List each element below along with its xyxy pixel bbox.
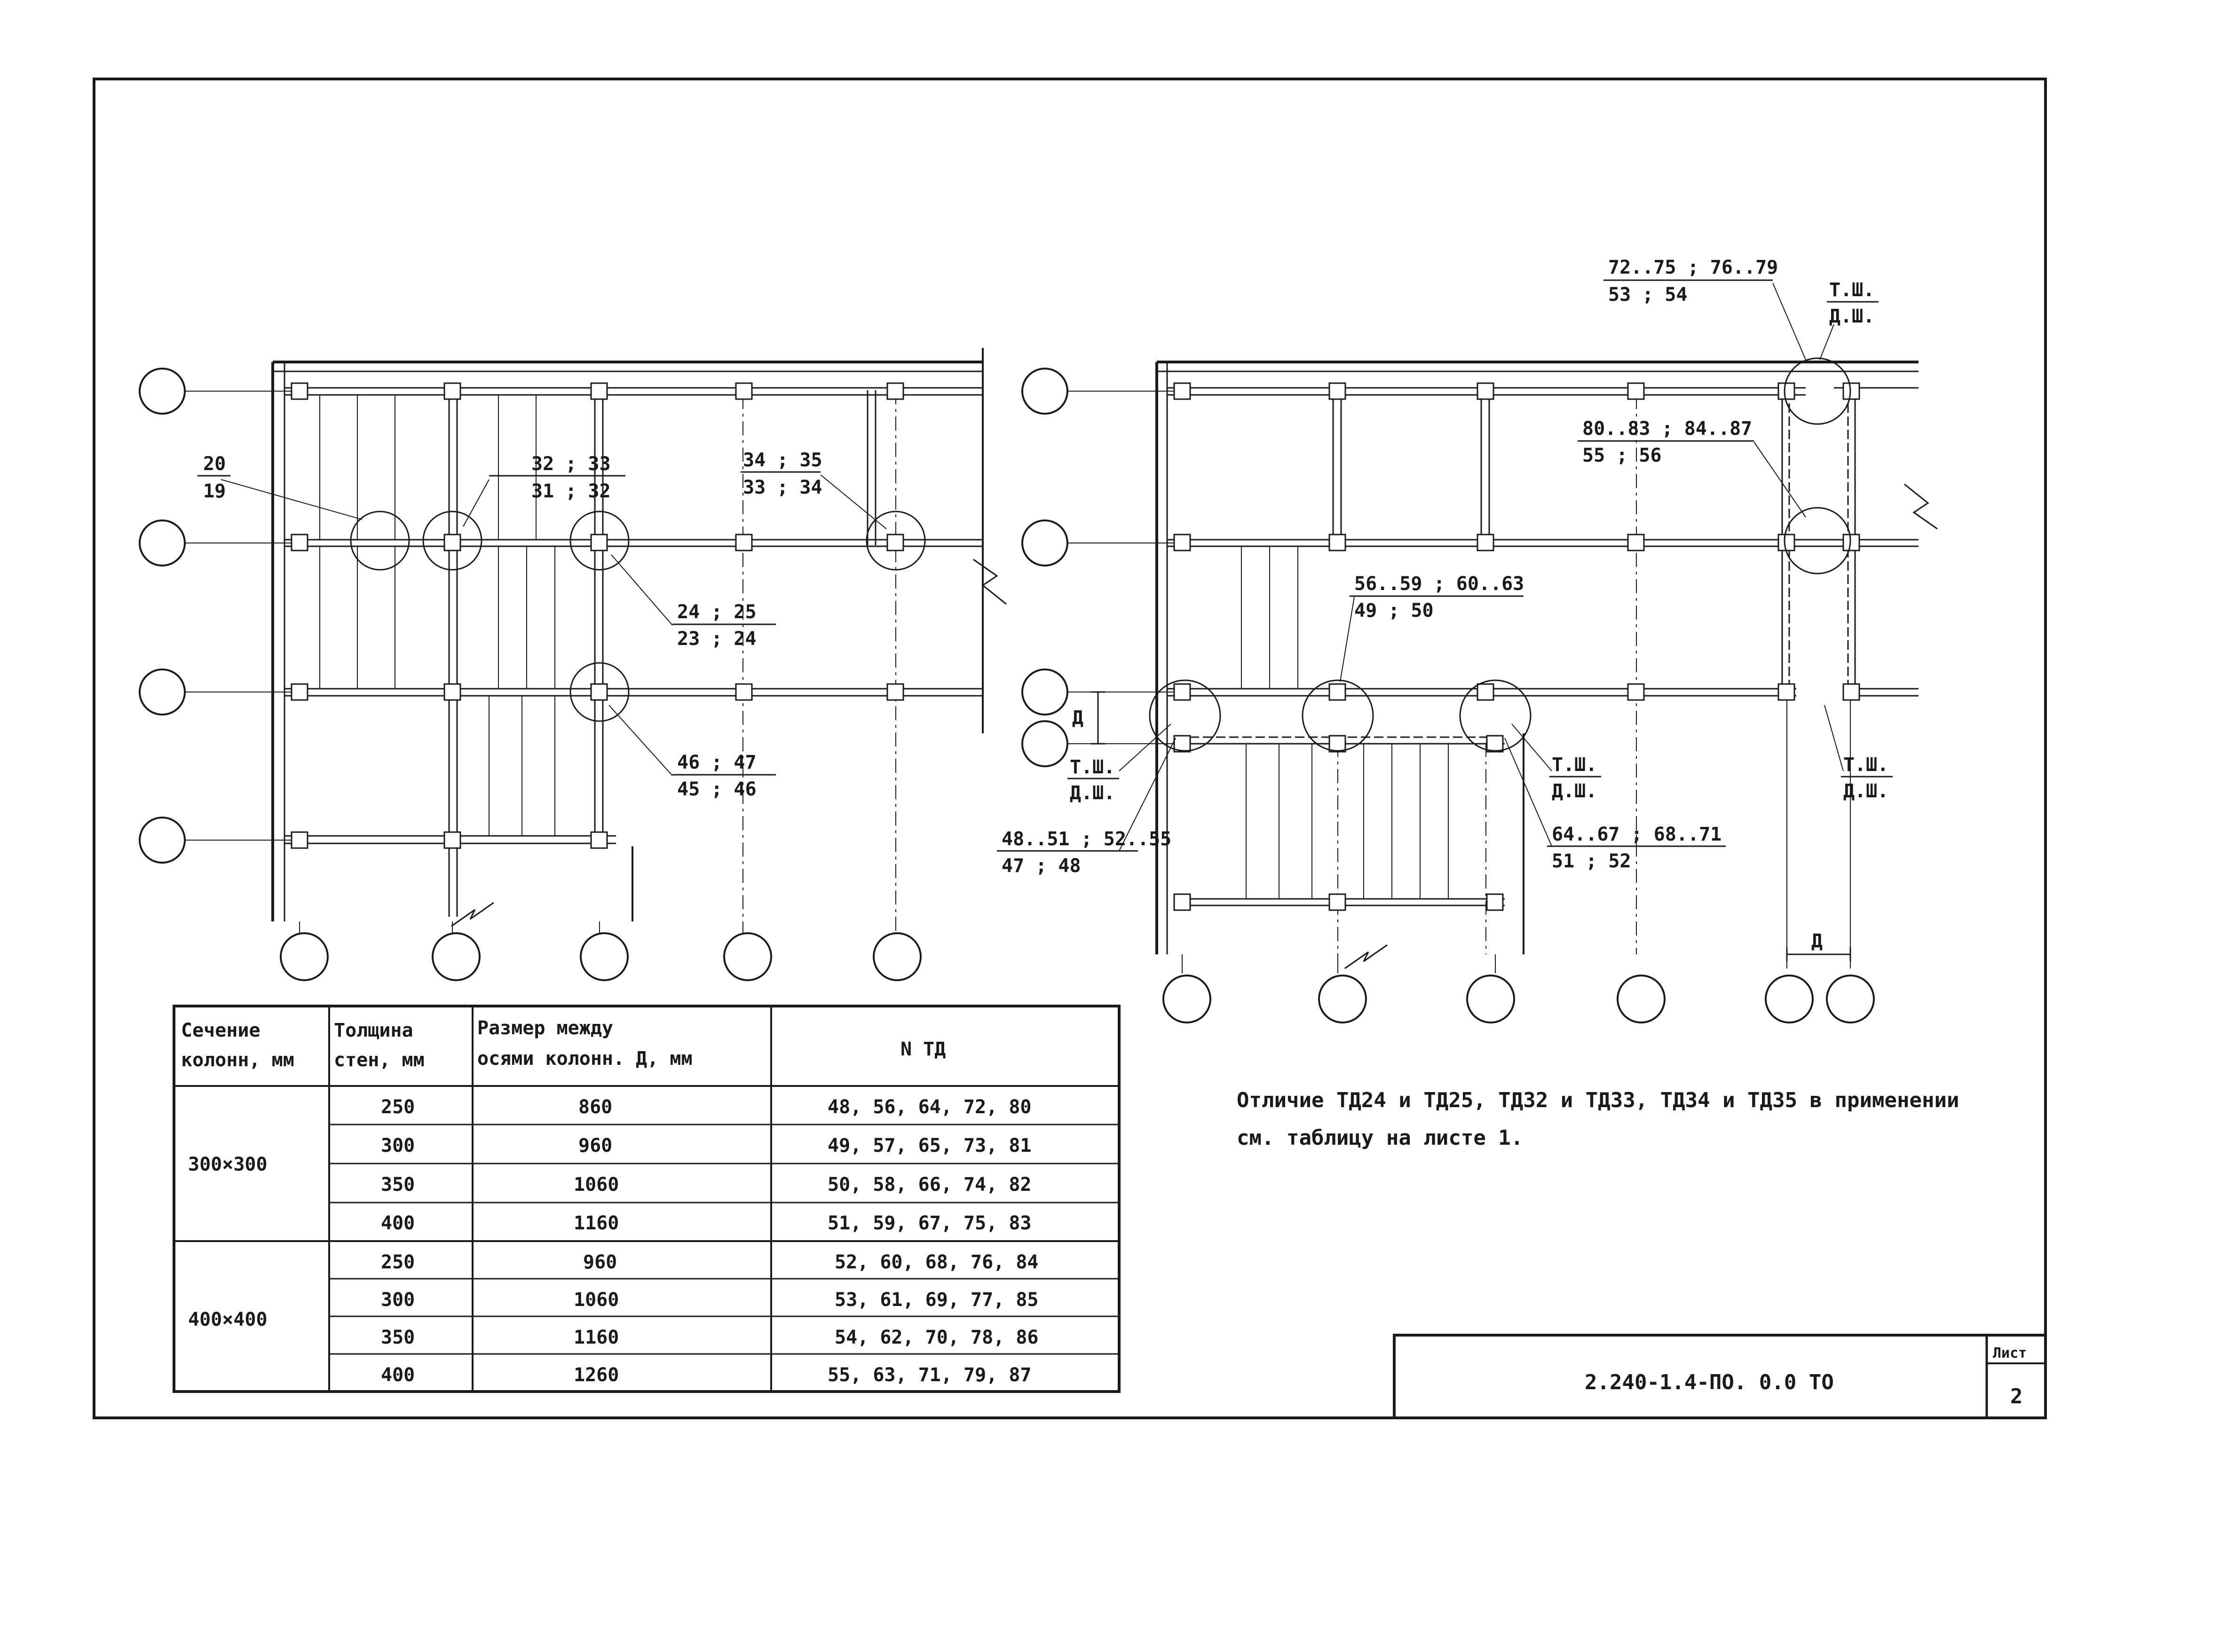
drawing-frame — [93, 78, 2047, 1419]
note-line-2: см. таблицу на листе 1. — [1237, 1126, 1523, 1150]
table-row: 400 1160 51, 59, 67, 75, 83 — [381, 1212, 1031, 1234]
svg-text:46 ; 47: 46 ; 47 — [677, 752, 757, 773]
callout-72-53: 72..75 ; 76..79 53 ; 54 — [1603, 257, 1778, 306]
svg-text:34 ; 35: 34 ; 35 — [743, 449, 822, 471]
svg-text:Т.Ш.: Т.Ш. — [1829, 279, 1874, 301]
header-wall-line2: стен, мм — [334, 1049, 425, 1071]
joint-label-right: Т.Ш. Д.Ш. — [1841, 754, 1893, 802]
svg-text:Д.Ш.: Д.Ш. — [1843, 780, 1888, 802]
svg-text:24 ; 25: 24 ; 25 — [677, 601, 757, 623]
svg-text:23 ; 24: 23 ; 24 — [677, 628, 757, 650]
svg-text:48, 56, 64, 72, 80: 48, 56, 64, 72, 80 — [828, 1096, 1031, 1118]
table-row: 400 1260 55, 63, 71, 79, 87 — [381, 1364, 1031, 1386]
sheet-number: 2 — [2010, 1385, 2023, 1408]
svg-text:33 ; 34: 33 ; 34 — [743, 477, 822, 498]
callout-64-51: 64..67 ; 68..71 51 ; 52 — [1547, 824, 1726, 872]
svg-text:Д.Ш.: Д.Ш. — [1552, 780, 1597, 802]
svg-text:960: 960 — [578, 1135, 612, 1156]
svg-text:51, 59, 67, 75, 83: 51, 59, 67, 75, 83 — [828, 1212, 1031, 1234]
svg-text:300: 300 — [381, 1135, 415, 1156]
svg-text:55, 63, 71, 79, 87: 55, 63, 71, 79, 87 — [828, 1364, 1031, 1386]
svg-text:31 ; 32: 31 ; 32 — [531, 480, 611, 502]
section-group-1: 300×300 — [188, 1154, 268, 1175]
svg-text:49 ; 50: 49 ; 50 — [1354, 600, 1434, 621]
svg-text:1060: 1060 — [574, 1289, 619, 1311]
callout-32-31: 32 ; 33 31 ; 32 — [489, 453, 625, 502]
svg-text:Д.Ш.: Д.Ш. — [1829, 306, 1874, 327]
header-size-line1: Размер между — [477, 1017, 613, 1039]
header-wall-line1: Толщина — [334, 1020, 413, 1041]
svg-text:54, 62, 70, 78, 86: 54, 62, 70, 78, 86 — [835, 1327, 1038, 1348]
note-line-1: Отличие ТД24 и ТД25, ТД32 и ТД33, ТД34 и… — [1237, 1088, 1959, 1112]
joint-label-top: Т.Ш. Д.Ш. — [1827, 279, 1879, 327]
left-floor-plan — [139, 348, 1007, 981]
svg-text:19: 19 — [203, 480, 226, 502]
svg-text:50, 58, 66, 74, 82: 50, 58, 66, 74, 82 — [828, 1174, 1031, 1196]
svg-text:64..67 ; 68..71: 64..67 ; 68..71 — [1552, 824, 1722, 845]
svg-text:250: 250 — [381, 1096, 415, 1118]
svg-text:52, 60, 68, 76, 84: 52, 60, 68, 76, 84 — [835, 1251, 1038, 1273]
callout-20-19: 20 19 — [197, 453, 230, 502]
callout-56-49: 56..59 ; 60..63 49 ; 50 — [1350, 573, 1524, 621]
svg-text:45 ; 46: 45 ; 46 — [677, 779, 757, 800]
svg-text:400: 400 — [381, 1364, 415, 1386]
table-row: 300 960 49, 57, 65, 73, 81 — [381, 1135, 1031, 1156]
svg-text:49, 57, 65, 73, 81: 49, 57, 65, 73, 81 — [828, 1135, 1031, 1156]
svg-text:72..75 ; 76..79: 72..75 ; 76..79 — [1608, 257, 1778, 278]
header-ntd: N ТД — [900, 1038, 946, 1060]
callout-34-33: 34 ; 35 33 ; 34 — [741, 449, 822, 498]
svg-text:1260: 1260 — [574, 1364, 619, 1386]
table-row: 350 1160 54, 62, 70, 78, 86 — [381, 1327, 1038, 1348]
title-block — [1393, 1334, 2047, 1419]
svg-text:32 ; 33: 32 ; 33 — [531, 453, 611, 475]
dimension-label-bottom: Д — [1811, 930, 1823, 952]
svg-text:80..83 ; 84..87: 80..83 ; 84..87 — [1582, 418, 1752, 440]
svg-text:400: 400 — [381, 1212, 415, 1234]
svg-text:350: 350 — [381, 1327, 415, 1348]
right-floor-plan — [1021, 283, 1938, 1023]
callout-80-55: 80..83 ; 84..87 55 ; 56 — [1578, 418, 1754, 466]
svg-text:300: 300 — [381, 1289, 415, 1311]
svg-text:Т.Ш.: Т.Ш. — [1843, 754, 1888, 776]
svg-text:56..59 ; 60..63: 56..59 ; 60..63 — [1354, 573, 1524, 595]
header-section-line1: Сечение — [181, 1020, 261, 1041]
joint-label-left: Т.Ш. Д.Ш. — [1067, 756, 1119, 804]
svg-text:860: 860 — [578, 1096, 612, 1118]
svg-text:1160: 1160 — [574, 1327, 619, 1348]
svg-text:960: 960 — [583, 1251, 617, 1273]
table-row: 250 960 52, 60, 68, 76, 84 — [381, 1251, 1038, 1273]
svg-text:Д.Ш.: Д.Ш. — [1070, 782, 1115, 804]
table-row: 350 1060 50, 58, 66, 74, 82 — [381, 1174, 1031, 1196]
svg-text:55 ; 56: 55 ; 56 — [1582, 445, 1662, 466]
sheet-label: Лист — [1993, 1345, 2027, 1361]
svg-text:47 ; 48: 47 ; 48 — [1002, 855, 1081, 877]
svg-text:Т.Ш.: Т.Ш. — [1552, 754, 1597, 776]
dimension-label-left: Д — [1072, 707, 1083, 729]
svg-text:20: 20 — [203, 453, 226, 475]
svg-text:350: 350 — [381, 1174, 415, 1196]
table-row: 300 1060 53, 61, 69, 77, 85 — [381, 1289, 1038, 1311]
table-row: 250 860 48, 56, 64, 72, 80 — [381, 1096, 1031, 1118]
td-table — [173, 1005, 1121, 1393]
svg-text:53, 61, 69, 77, 85: 53, 61, 69, 77, 85 — [835, 1289, 1038, 1311]
document-code: 2.240-1.4-ПО. 0.0 ТО — [1585, 1370, 1834, 1394]
svg-text:53 ; 54: 53 ; 54 — [1608, 284, 1688, 306]
callout-24-23: 24 ; 25 23 ; 24 — [672, 601, 776, 650]
svg-text:51 ; 52: 51 ; 52 — [1552, 850, 1631, 872]
section-group-2: 400×400 — [188, 1309, 268, 1330]
svg-text:Т.Ш.: Т.Ш. — [1070, 756, 1115, 778]
header-size-line2: осями колонн. Д, мм — [477, 1048, 693, 1070]
svg-text:250: 250 — [381, 1251, 415, 1273]
joint-label-center: Т.Ш. Д.Ш. — [1549, 754, 1601, 802]
svg-text:48..51 ; 52..55: 48..51 ; 52..55 — [1002, 828, 1171, 850]
header-section-line2: колонн, мм — [181, 1049, 294, 1071]
svg-text:1160: 1160 — [574, 1212, 619, 1234]
callout-46-45: 46 ; 47 45 ; 46 — [672, 752, 776, 800]
callout-48-47: 48..51 ; 52..55 47 ; 48 — [997, 828, 1171, 877]
svg-text:1060: 1060 — [574, 1174, 619, 1196]
